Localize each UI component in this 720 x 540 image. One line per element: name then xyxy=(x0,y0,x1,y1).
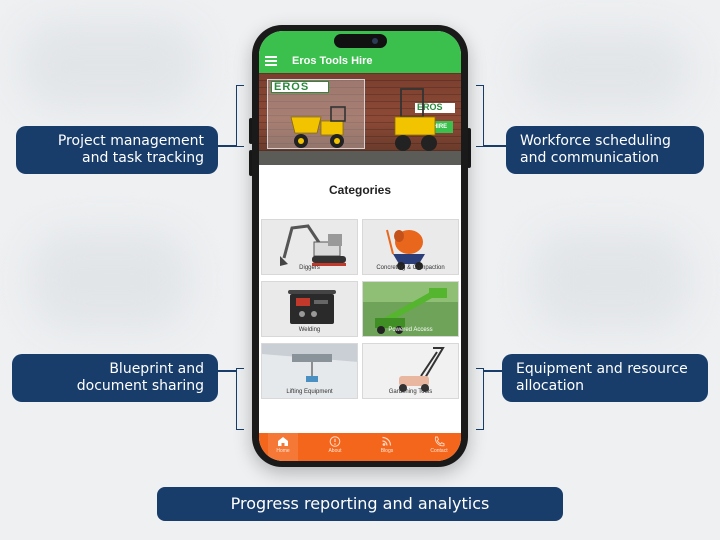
callout-text-line: Equipment and resource xyxy=(516,361,688,377)
nav-label: Home xyxy=(276,448,290,454)
category-label: Powered Access xyxy=(388,327,433,333)
rss-icon xyxy=(382,436,392,446)
nav-about[interactable]: About xyxy=(315,436,355,454)
callout-text-line: Workforce scheduling xyxy=(520,133,671,149)
camera-icon xyxy=(372,38,378,44)
category-tile-welding[interactable]: Welding xyxy=(261,281,358,337)
bottom-navigation: Home About Blogs Contact xyxy=(259,433,461,461)
brand-logo-box xyxy=(271,81,329,93)
connector-bracket xyxy=(476,85,484,147)
hoist-icon xyxy=(262,344,357,398)
callout-text-line: allocation xyxy=(516,378,585,394)
callout-equipment-allocation: Equipment and resource allocation xyxy=(502,354,708,402)
dumper-truck-icon xyxy=(290,106,346,148)
callout-text-line: document sharing xyxy=(76,378,204,394)
callout-text-line: Blueprint and xyxy=(109,361,204,377)
hamburger-menu-icon[interactable] xyxy=(265,56,277,66)
nav-label: About xyxy=(328,448,342,454)
brand-logo-small: EROS xyxy=(417,102,443,112)
phone-volume-button xyxy=(249,118,253,144)
categories-heading: Categories xyxy=(328,183,392,197)
callout-text-line: and task tracking xyxy=(82,150,204,166)
category-tile-concreting[interactable]: Concreting & Compaction xyxy=(362,219,459,275)
boom-lift-icon xyxy=(363,282,458,336)
welder-icon xyxy=(262,282,357,336)
brand-logo-small-box xyxy=(415,103,455,113)
category-tile-gardening-tools[interactable]: Gardening Tools xyxy=(362,343,459,399)
category-label: Diggers xyxy=(299,265,320,271)
promo-banner[interactable]: EROS EROS NEW FOR HIRE xyxy=(259,73,461,165)
background-shape xyxy=(30,230,190,330)
category-tile-powered-access[interactable]: Powered Access xyxy=(362,281,459,337)
phone-power-button xyxy=(467,128,471,168)
connector-bracket xyxy=(236,368,244,430)
category-label: Welding xyxy=(298,327,321,333)
phone-notch xyxy=(334,34,387,48)
background-shape xyxy=(520,30,690,110)
category-label: Concreting & Compaction xyxy=(376,265,445,271)
category-label: Gardening Tools xyxy=(388,389,433,395)
background-shape xyxy=(20,20,200,110)
phone-volume-button xyxy=(249,150,253,176)
nav-label: Contact xyxy=(430,448,448,454)
callout-workforce-scheduling: Workforce scheduling and communication xyxy=(506,126,704,174)
brand-logo: EROS xyxy=(274,81,310,93)
nav-contact[interactable]: Contact xyxy=(419,436,459,454)
category-label: Lifting Equipment xyxy=(286,389,333,395)
nav-label: Blogs xyxy=(380,448,394,454)
info-icon xyxy=(329,436,341,447)
connector-line xyxy=(484,370,502,372)
callout-blueprint-sharing: Blueprint and document sharing xyxy=(12,354,218,402)
callout-text-line: and communication xyxy=(520,150,660,166)
background-shape xyxy=(530,230,690,330)
app-screen: Eros Tools Hire EROS EROS NEW FOR HIRE C… xyxy=(259,31,461,461)
callout-progress-reporting: Progress reporting and analytics xyxy=(157,487,563,521)
nav-blogs[interactable]: Blogs xyxy=(367,436,407,454)
connector-bracket xyxy=(476,368,484,430)
callout-project-management: Project management and task tracking xyxy=(16,126,218,174)
connector-bracket xyxy=(236,85,244,147)
cement-mixer-icon xyxy=(363,220,458,274)
connector-line xyxy=(218,145,236,147)
lawnmower-icon xyxy=(363,344,458,398)
connector-line xyxy=(484,145,506,147)
app-title: Eros Tools Hire xyxy=(292,55,373,67)
category-tile-lifting-equipment[interactable]: Lifting Equipment xyxy=(261,343,358,399)
nav-home[interactable]: Home xyxy=(263,436,303,454)
dumper-truck-icon xyxy=(394,88,437,151)
phone-icon xyxy=(434,436,445,447)
connector-line xyxy=(218,370,236,372)
digger-icon xyxy=(262,220,357,274)
callout-text-line: Project management xyxy=(57,133,204,149)
ground xyxy=(259,151,461,165)
home-icon xyxy=(278,437,288,446)
category-tile-diggers[interactable]: Diggers xyxy=(261,219,358,275)
